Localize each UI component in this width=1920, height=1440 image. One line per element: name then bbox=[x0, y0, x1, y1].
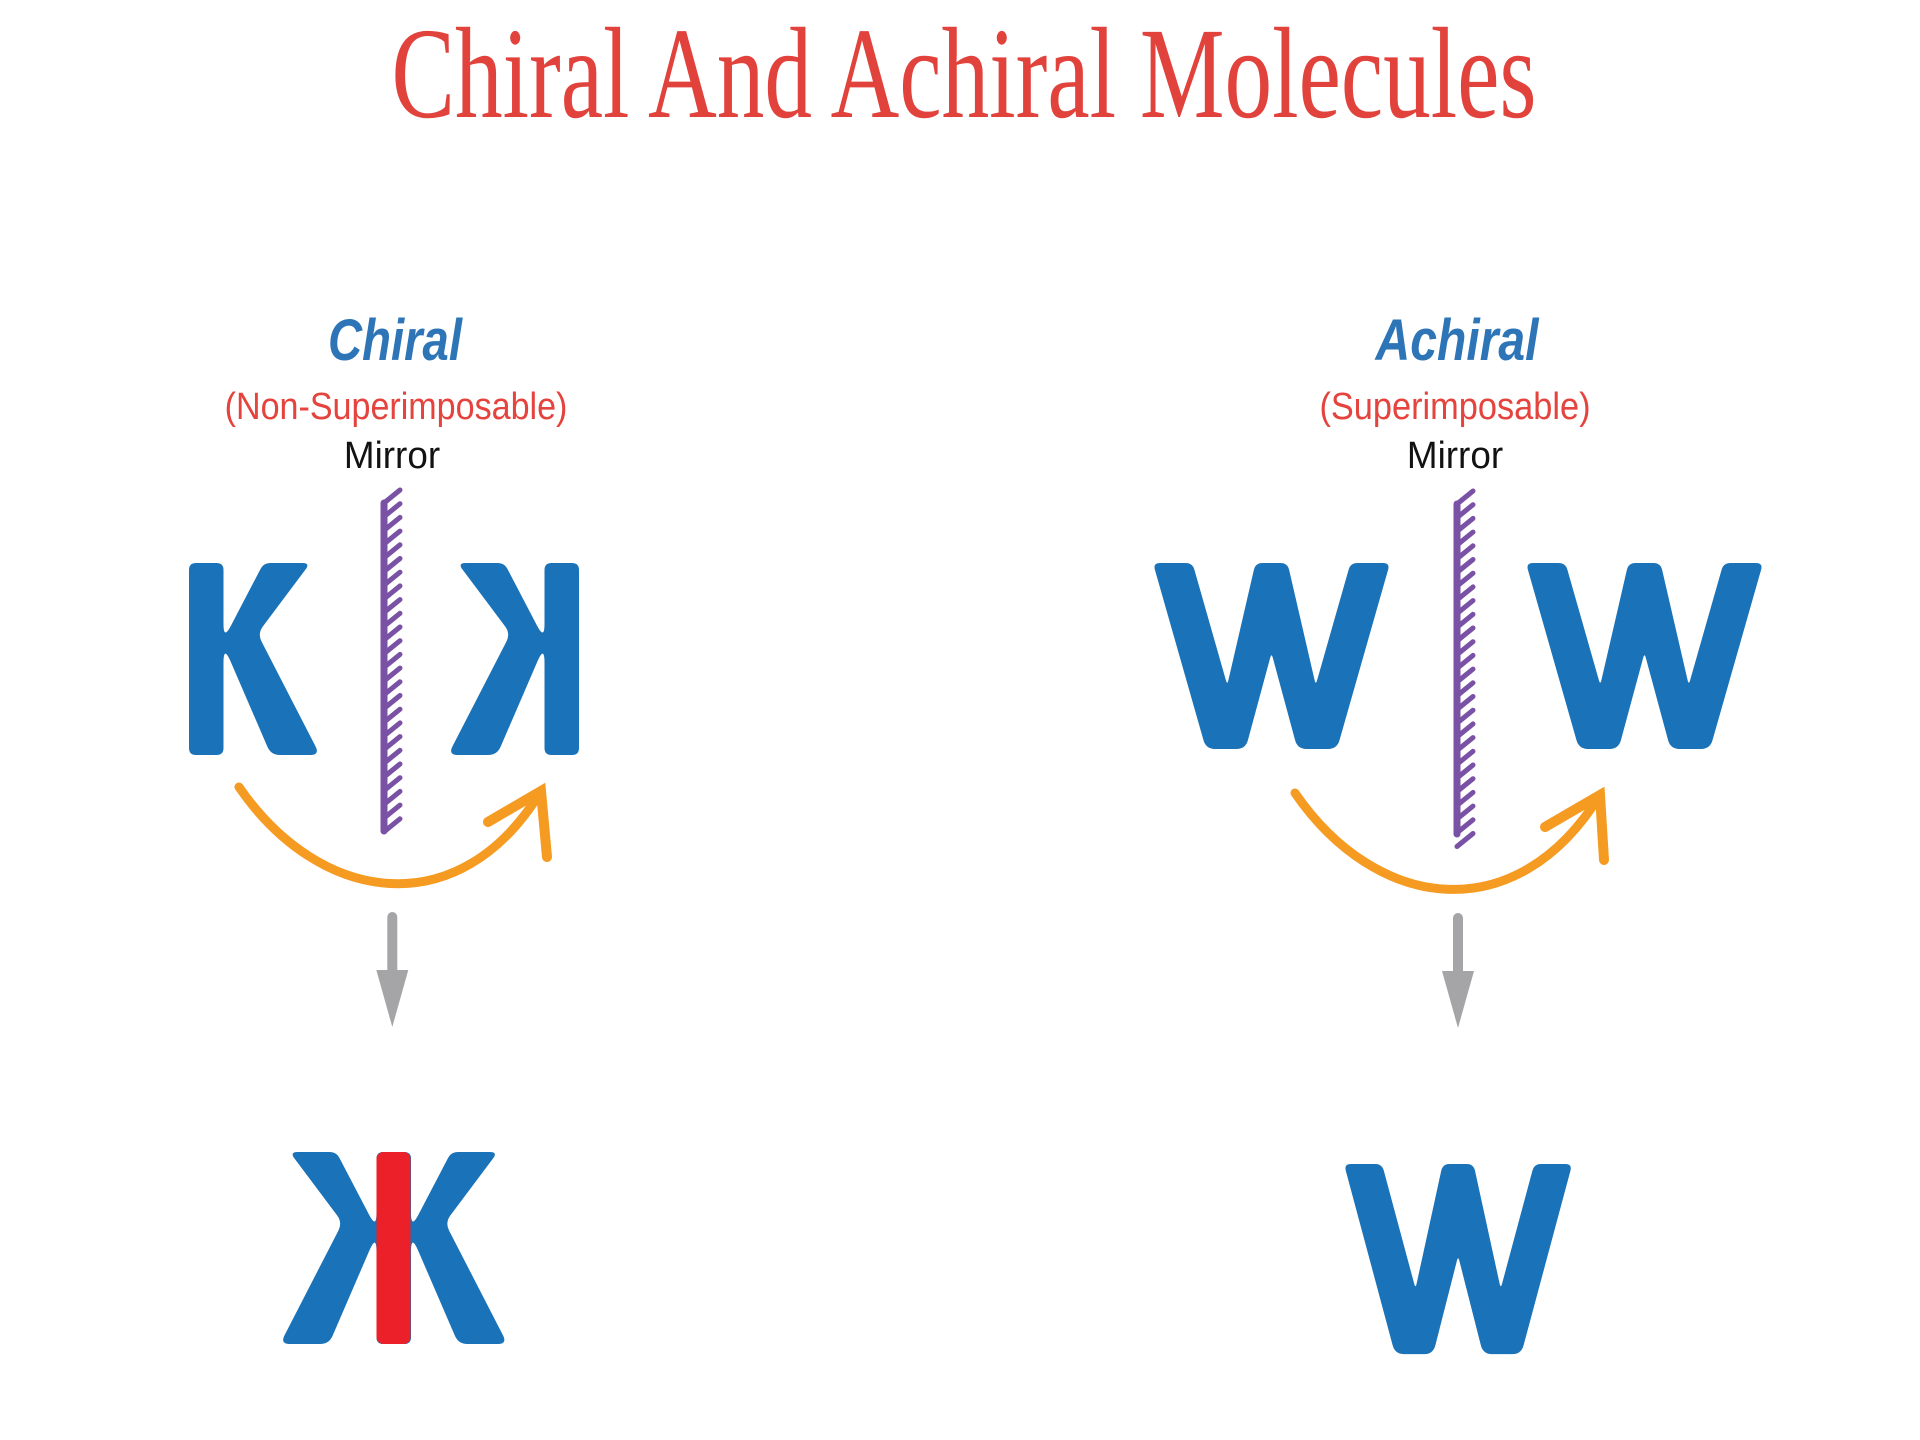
svg-text:Mirror: Mirror bbox=[1407, 433, 1503, 476]
svg-text:(Non-Superimposable): (Non-Superimposable) bbox=[225, 384, 568, 427]
svg-text:Chiral And Achiral Molecules: Chiral And Achiral Molecules bbox=[391, 1, 1536, 146]
svg-text:Chiral: Chiral bbox=[328, 308, 463, 373]
svg-text:Mirror: Mirror bbox=[344, 433, 440, 476]
svg-text:Achiral: Achiral bbox=[1374, 309, 1540, 373]
svg-text:(Superimposable): (Superimposable) bbox=[1319, 384, 1590, 427]
